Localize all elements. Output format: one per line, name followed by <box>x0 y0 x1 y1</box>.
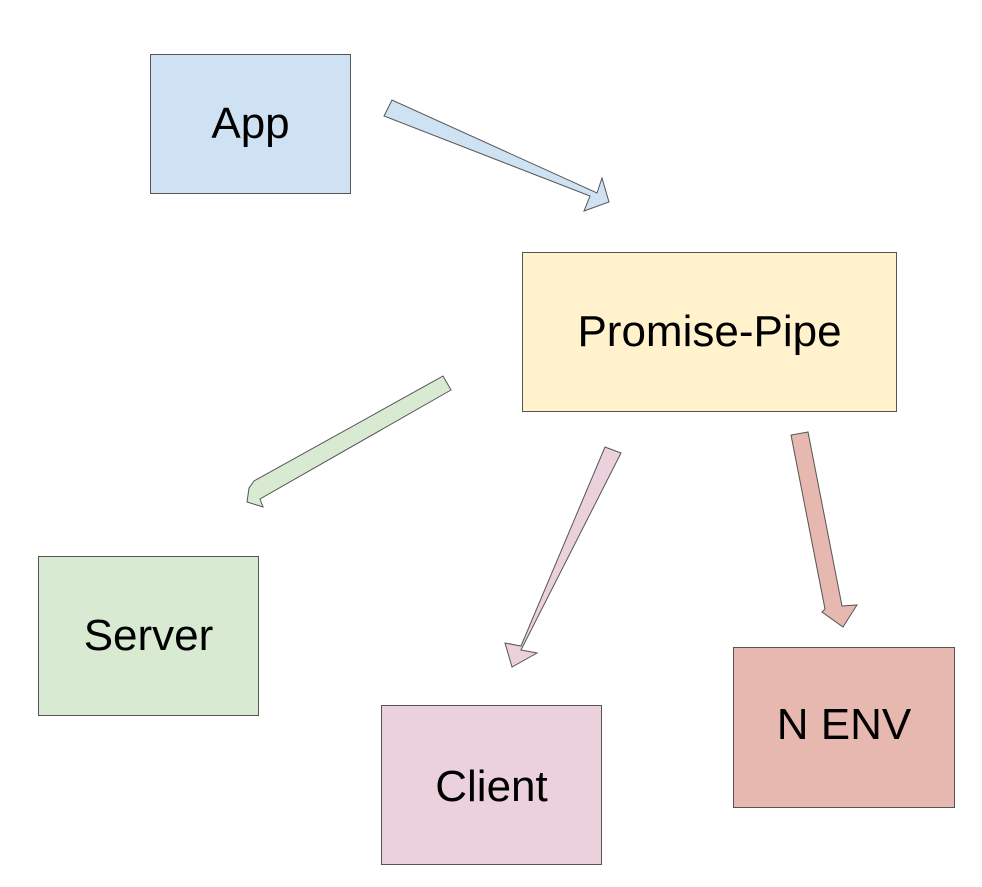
server-box: Server <box>38 556 259 716</box>
arrow-promise-pipe-to-nenv <box>790 431 858 628</box>
app-label: App <box>211 99 290 148</box>
nenv-label: N ENV <box>776 699 912 749</box>
app-box: App <box>150 54 351 194</box>
arrow-promise-pipe-to-client <box>504 446 622 668</box>
client-box: Client <box>381 705 602 865</box>
promise-pipe-label: Promise-Pipe <box>577 307 842 356</box>
nenv-box: N ENV <box>733 647 955 808</box>
server-label: Server <box>83 611 214 660</box>
client-label: Client <box>435 762 548 811</box>
arrow-promise-pipe-to-server <box>246 375 452 508</box>
arrow-app-to-promise-pipe <box>383 99 610 212</box>
promise-pipe-box: Promise-Pipe <box>522 252 897 412</box>
